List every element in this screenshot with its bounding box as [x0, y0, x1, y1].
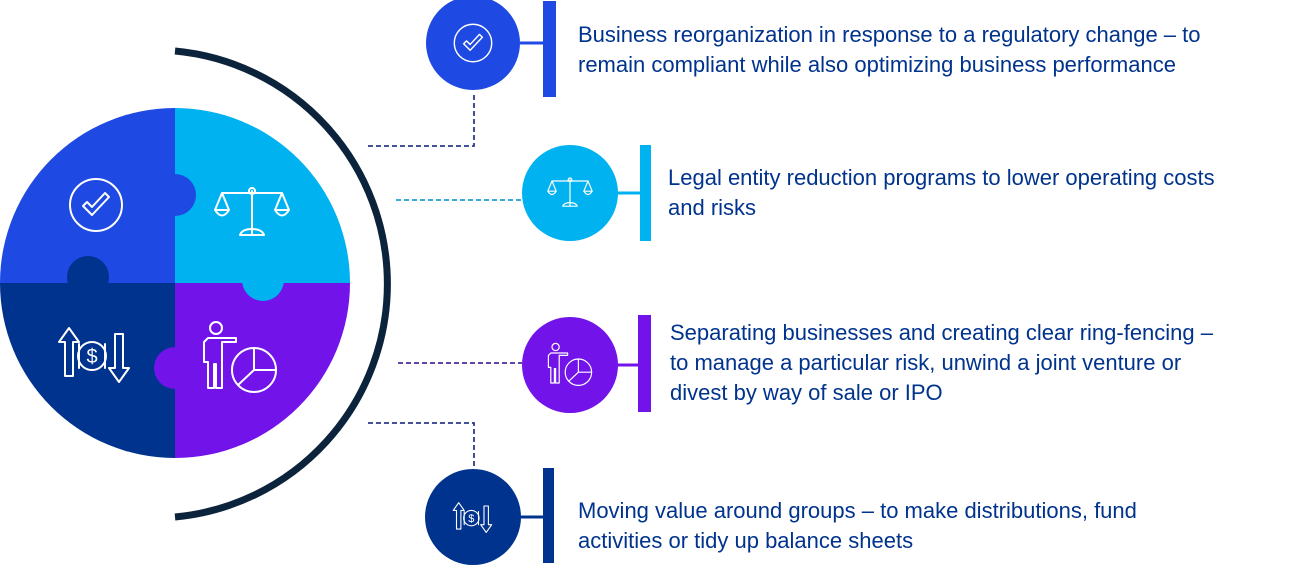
item-node-4 [425, 468, 554, 565]
item-node-2 [522, 145, 651, 241]
connector-1 [368, 92, 475, 147]
arc-bracket [174, 47, 391, 521]
item-text-2: Legal entity reduction programs to lower… [668, 165, 1215, 220]
item-text-4: Moving value around groups – to make dis… [578, 498, 1137, 553]
item-text-1: Business reorganization in response to a… [578, 22, 1201, 77]
puzzle-circle [0, 108, 350, 458]
connector-4 [368, 422, 475, 468]
puzzle-piece-cyan [175, 108, 350, 283]
puzzle-piece-navy [0, 283, 175, 458]
item-node-1 [426, 0, 556, 97]
item-node-3 [522, 315, 651, 413]
item-text-3: Separating businesses and creating clear… [670, 320, 1213, 405]
